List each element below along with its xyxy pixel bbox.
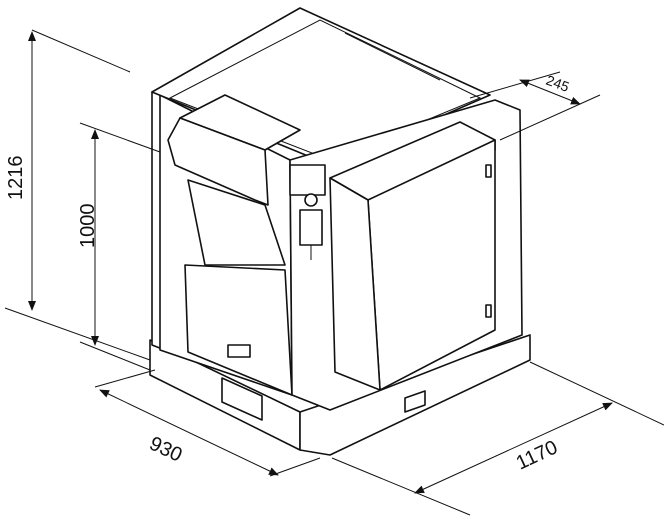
label-height-total: 1216 [5, 156, 27, 201]
dimension-height-total: 1216 [4, 29, 151, 361]
door-handle [227, 344, 251, 358]
top-seam [344, 32, 441, 81]
label-width: 1170 [513, 436, 561, 474]
label-cabinet-depth: 245 [544, 72, 572, 95]
dimension-height-body: 1000 [77, 122, 161, 371]
cabinet-left-face [329, 177, 381, 391]
label-height-body: 1000 [77, 204, 99, 249]
valve-assembly [289, 164, 326, 260]
machine-body [149, 7, 531, 456]
cabinet-hinge-top [485, 164, 492, 178]
chute [187, 179, 286, 266]
hopper-front [167, 117, 269, 206]
dimension-cabinet-depth: 245 [469, 71, 601, 141]
label-depth: 930 [146, 433, 186, 467]
cabinet-hinge-bottom [485, 304, 492, 318]
